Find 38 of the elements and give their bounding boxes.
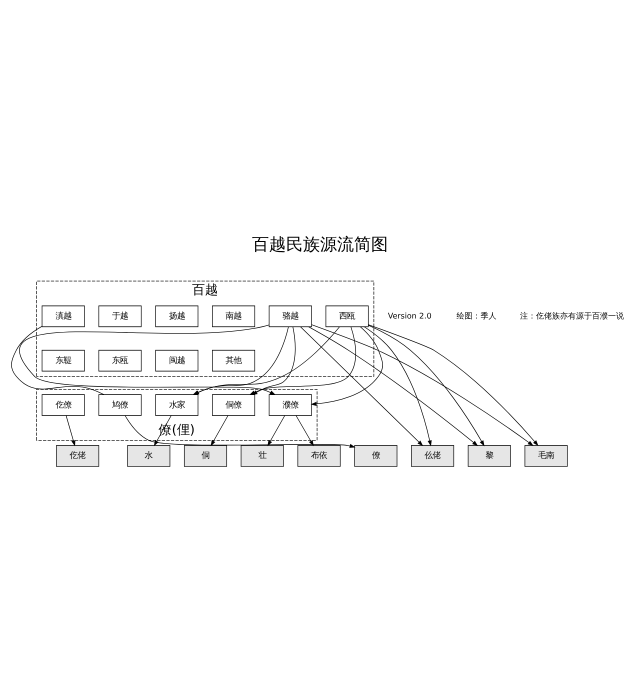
arrow (252, 326, 296, 395)
node-box: 东瓯 (98, 350, 142, 372)
node-box: 濮僚 (268, 394, 312, 416)
node-box: 仡僚 (42, 394, 85, 416)
arrow (210, 415, 228, 446)
node-box: 黎 (468, 445, 511, 467)
node-box: 侗 (184, 445, 228, 467)
node-box: 滇越 (42, 306, 85, 328)
node-box: 东鞮 (42, 350, 85, 372)
connector (11, 326, 104, 395)
node-box: 其他 (212, 350, 256, 372)
arrow (300, 326, 424, 446)
arrow (296, 415, 314, 446)
node-box: 壮 (240, 445, 284, 467)
node-box: 南越 (212, 306, 256, 328)
arrow (267, 415, 286, 446)
node-box: 西瓯 (326, 306, 369, 328)
node-box: 闽越 (155, 350, 198, 372)
arrow (364, 326, 432, 446)
node-box: 扬越 (155, 306, 198, 328)
node-box: 侗僚 (212, 394, 256, 416)
arrow (368, 325, 484, 446)
arrow (310, 326, 383, 406)
node-box: 骆越 (268, 306, 312, 328)
arrow (66, 415, 76, 446)
node-box: 水 (127, 445, 170, 467)
node-box: 仡佬 (56, 445, 100, 467)
node-box: 布依 (298, 445, 341, 467)
arrow (311, 324, 534, 446)
node-box: 僚 (354, 445, 398, 467)
node-box: 毛南 (524, 445, 568, 467)
node-box: 鸠僚 (98, 394, 142, 416)
node-box: 水家 (155, 394, 198, 416)
diagram-title: 百越民族源流简图 (252, 234, 388, 254)
node-box: 于越 (98, 306, 142, 328)
node-box: 仫佬 (411, 445, 454, 467)
arrow (308, 326, 478, 446)
arrow (368, 324, 538, 446)
